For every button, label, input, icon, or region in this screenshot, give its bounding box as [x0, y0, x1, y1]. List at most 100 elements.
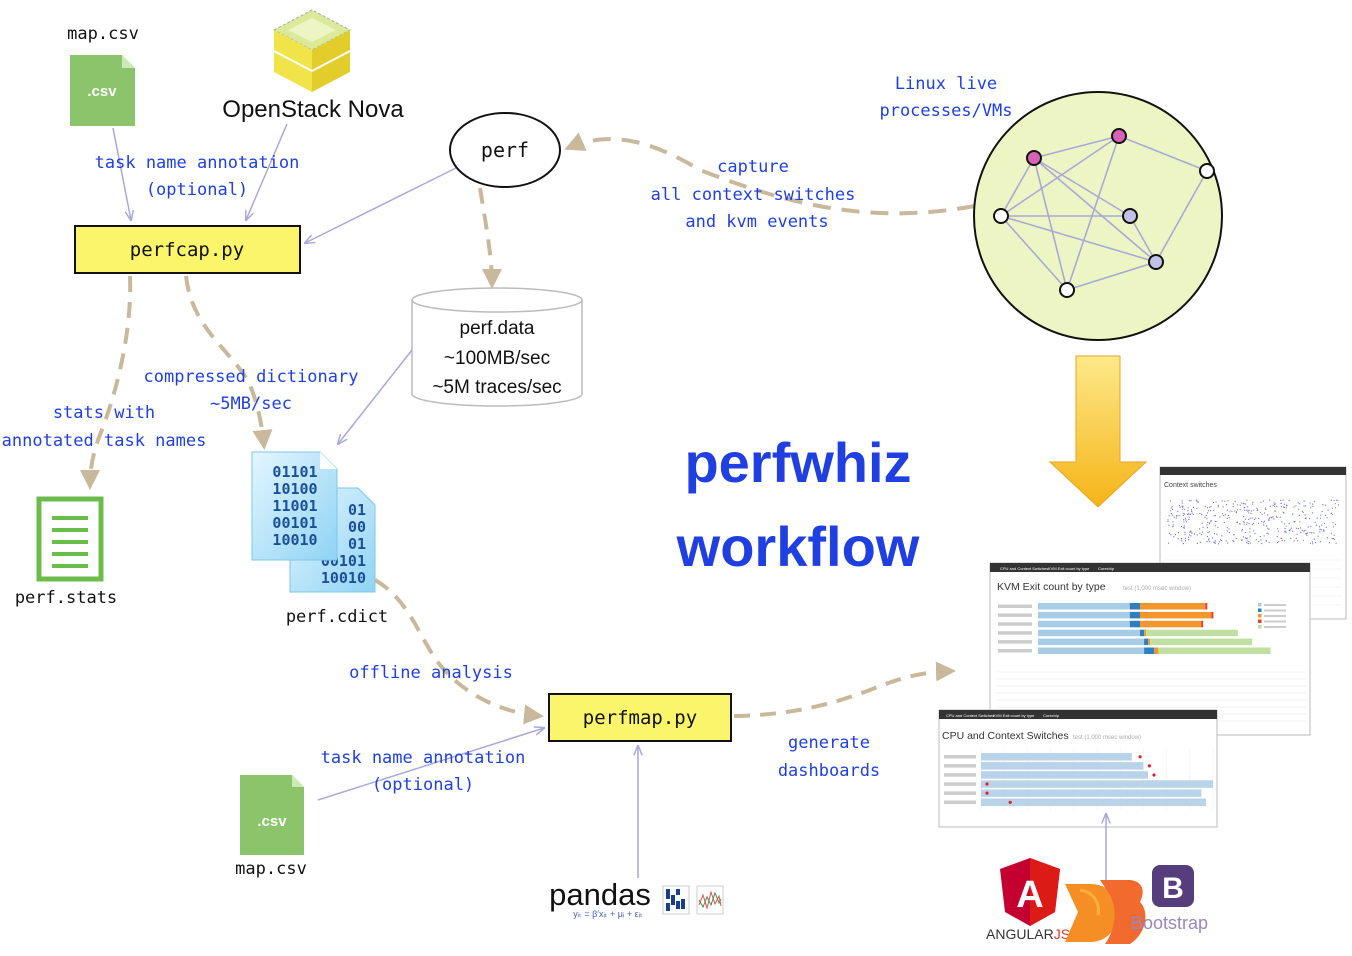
perfcap-to-cdict-arrow — [184, 275, 273, 450]
scatter-point — [1247, 543, 1249, 545]
scatter-point — [1322, 504, 1324, 506]
scatter-point — [1178, 504, 1180, 507]
scatter-point — [1216, 533, 1218, 536]
scatter-point — [1265, 508, 1267, 511]
scatter-point — [1172, 526, 1174, 528]
scatter-point — [1213, 515, 1215, 517]
scatter-point — [1214, 514, 1217, 517]
scatter-point — [1239, 523, 1241, 525]
scatter-point — [1321, 511, 1323, 513]
scatter-point — [1214, 541, 1216, 543]
csv-file-icon-bottom: .csv — [240, 775, 304, 855]
scatter-point — [1226, 530, 1228, 532]
scatter-point — [1190, 535, 1192, 537]
map-csv-bottom-label: map.csv — [235, 859, 307, 879]
scatter-point — [1306, 534, 1308, 536]
scatter-point — [1180, 525, 1183, 528]
kvm-row-label — [998, 622, 1032, 626]
scatter-point — [1252, 501, 1254, 503]
scatter-point — [1304, 529, 1306, 532]
scatter-point — [1199, 512, 1201, 515]
scatter-point — [1232, 505, 1234, 508]
scatter-point — [1186, 513, 1188, 516]
scatter-point — [1196, 507, 1198, 509]
scatter-point — [1303, 530, 1305, 532]
scatter-point — [1188, 500, 1190, 502]
scatter-point — [1236, 504, 1238, 506]
scatter-point — [1272, 516, 1274, 518]
kvm-bar-segment — [1038, 603, 1130, 610]
scatter-point — [1307, 526, 1309, 528]
scatter-point — [1247, 506, 1249, 508]
scatter-point — [1283, 523, 1285, 525]
scatter-point — [1221, 540, 1223, 542]
csv-to-perfmap-connector — [317, 728, 544, 801]
scatter-point — [1301, 510, 1303, 512]
linux-live-label-2: processes/VMs — [879, 101, 1012, 121]
kvm-dashboard-title: KVM Exit count by type — [997, 581, 1106, 593]
scatter-point — [1288, 500, 1290, 502]
scatter-point — [1292, 530, 1294, 532]
kvm-bar-segment — [1148, 638, 1151, 646]
scatter-point — [1223, 515, 1225, 517]
scatter-point — [1251, 503, 1254, 505]
scatter-point — [1226, 517, 1228, 520]
scatter-point — [1305, 533, 1307, 535]
scatter-point — [1168, 524, 1170, 527]
scatter-point — [1243, 503, 1245, 505]
scatter-point — [1209, 522, 1211, 524]
perf-stats-label: perf.stats — [15, 588, 117, 608]
scatter-point — [1206, 518, 1208, 520]
scatter-point — [1314, 521, 1316, 523]
pandas-logo: pandas yᵢₜ = β′xᵢₜ + μᵢ + εᵢₜ — [549, 877, 724, 919]
capture-label-2: all context switches — [651, 185, 856, 205]
kvm-bar-segment — [1205, 603, 1208, 610]
compressed-label-1: compressed dictionary — [144, 367, 359, 387]
kvm-bar-segment — [1150, 638, 1253, 646]
scatter-point — [1167, 519, 1169, 521]
scatter-point — [1207, 521, 1209, 524]
scatter-point — [1244, 503, 1247, 505]
scatter-point — [1250, 510, 1252, 512]
scatter-point — [1229, 510, 1231, 512]
cpu-row-label — [944, 773, 976, 777]
scatter-point — [1209, 506, 1211, 508]
scatter-point — [1185, 521, 1187, 523]
angular-letter: A — [1016, 874, 1043, 916]
scatter-point — [1197, 501, 1199, 503]
cpu-bar — [981, 798, 1206, 806]
scatter-point — [1224, 500, 1226, 502]
cpu-tab-2: KVM Exit count by type — [993, 713, 1035, 718]
compressed-label-2: ~5MB/sec — [210, 394, 292, 414]
scatter-point — [1259, 511, 1261, 513]
scatter-point — [1239, 509, 1241, 511]
kvm-row-label — [998, 613, 1032, 617]
scatter-point — [1319, 531, 1321, 533]
cpu-dashboard-title: CPU and Context Switches — [942, 730, 1069, 742]
scatter-point — [1268, 528, 1270, 530]
scatter-point — [1232, 540, 1234, 542]
scatter-point — [1191, 512, 1193, 514]
scatter-point — [1213, 533, 1216, 535]
kvm-bar-segment — [1140, 629, 1145, 637]
scatter-point — [1248, 518, 1250, 521]
scatter-point — [1294, 521, 1296, 523]
process-graph — [973, 91, 1223, 341]
scatter-point — [1182, 543, 1184, 545]
scatter-point — [1321, 524, 1323, 526]
scatter-point — [1181, 500, 1183, 502]
scatter-point — [1260, 539, 1262, 541]
scatter-point — [1177, 532, 1179, 534]
scatter-point — [1173, 536, 1175, 538]
scatter-point — [1315, 524, 1317, 526]
scatter-point — [1208, 541, 1210, 543]
kvm-legend — [1258, 603, 1286, 629]
scatter-point — [1309, 518, 1311, 520]
scatter-point — [1316, 517, 1318, 519]
scatter-point — [1312, 503, 1314, 505]
kvm-tab-3: Corechip — [1098, 566, 1115, 571]
offline-analysis-label: offline analysis — [349, 663, 513, 683]
scatter-point — [1281, 539, 1283, 542]
scatter-point — [1261, 520, 1263, 523]
scatter-point — [1227, 514, 1230, 517]
